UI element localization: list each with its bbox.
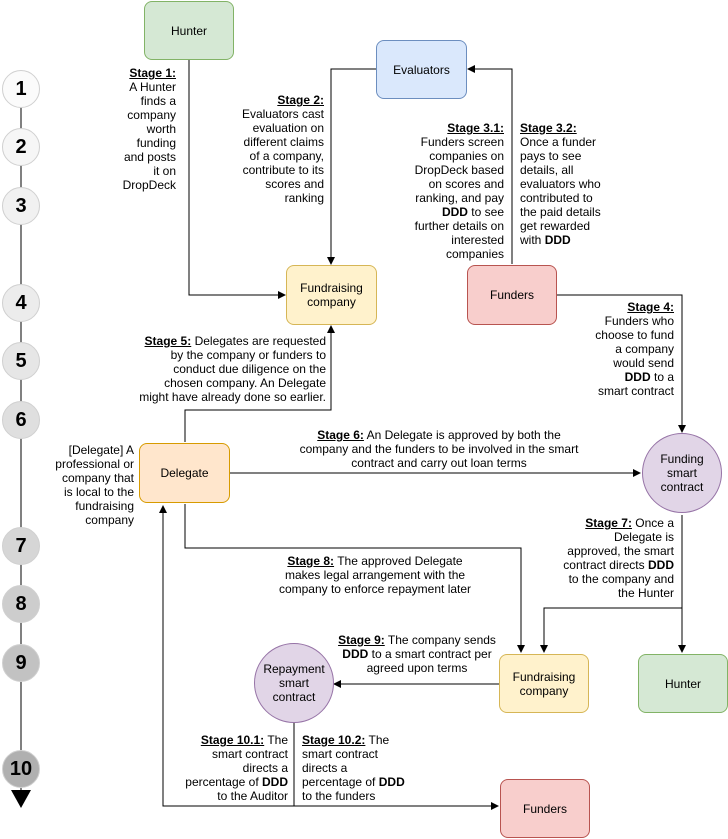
fundraising-company-node-top: Fundraising company [286, 265, 377, 325]
evaluators-node: Evaluators [376, 40, 467, 99]
timeline-step-9: 9 [2, 644, 40, 682]
delegate-description: [Delegate] A professional or company tha… [55, 443, 134, 527]
note-stage-5: Stage 5: Delegates are requested by the … [139, 334, 326, 404]
note-stage-3-1: Stage 3.1: Funders screen companies on D… [414, 121, 504, 261]
timeline-step-7: 7 [2, 527, 40, 565]
arrow-stage2 [327, 68, 376, 265]
timeline-step-10: 10 [2, 750, 40, 788]
timeline-step-8: 8 [2, 585, 40, 623]
note-stage-6: Stage 6: An Delegate is approved by both… [299, 428, 579, 470]
note-stage-9: Stage 9: The company sends DDD to a smar… [338, 633, 496, 675]
arrow-stage10-1 [159, 505, 295, 807]
timeline-step-1: 1 [2, 70, 40, 108]
funding-smart-contract-node: Funding smart contract [642, 433, 722, 513]
arrow-stage4 [557, 294, 686, 433]
timeline-step-6: 6 [2, 401, 40, 439]
timeline-step-2: 2 [2, 128, 40, 166]
timeline-arrowhead [11, 790, 31, 808]
note-stage-4: Stage 4: Funders who choose to fund a co… [595, 300, 674, 398]
arrow-stage7-company [540, 607, 682, 653]
hunter-node-top: Hunter [144, 1, 234, 60]
note-stage-10-1: Stage 10.1: The smart contract directs a… [185, 733, 288, 803]
arrow-stage8 [184, 504, 525, 653]
timeline-step-3: 3 [2, 187, 40, 225]
note-stage-10-2: Stage 10.2: The smart contract directs a… [302, 733, 405, 803]
note-stage-1: Stage 1: A Hunter finds a company worth … [122, 66, 176, 192]
timeline-step-5: 5 [2, 342, 40, 380]
note-stage-3-2: Stage 3.2: Once a funder pays to see det… [520, 121, 601, 247]
note-stage-2: Stage 2: Evaluators cast evaluation on d… [241, 93, 324, 205]
delegate-node: Delegate [139, 443, 230, 503]
repayment-smart-contract-node: Repayment smart contract [254, 643, 334, 723]
funders-node-top: Funders [467, 265, 557, 325]
timeline-step-4: 4 [2, 284, 40, 322]
fundraising-company-node-bottom: Fundraising company [499, 654, 589, 713]
arrow-stage5 [184, 325, 335, 442]
note-stage-8: Stage 8: The approved Delegate makes leg… [278, 554, 472, 596]
hunter-node-bottom: Hunter [638, 654, 728, 713]
arrow-stage3 [467, 65, 513, 264]
arrow-stage1 [188, 60, 286, 299]
funders-node-bottom: Funders [500, 779, 590, 838]
note-stage-7: Stage 7: Once a Delegate is approved, th… [563, 516, 674, 600]
